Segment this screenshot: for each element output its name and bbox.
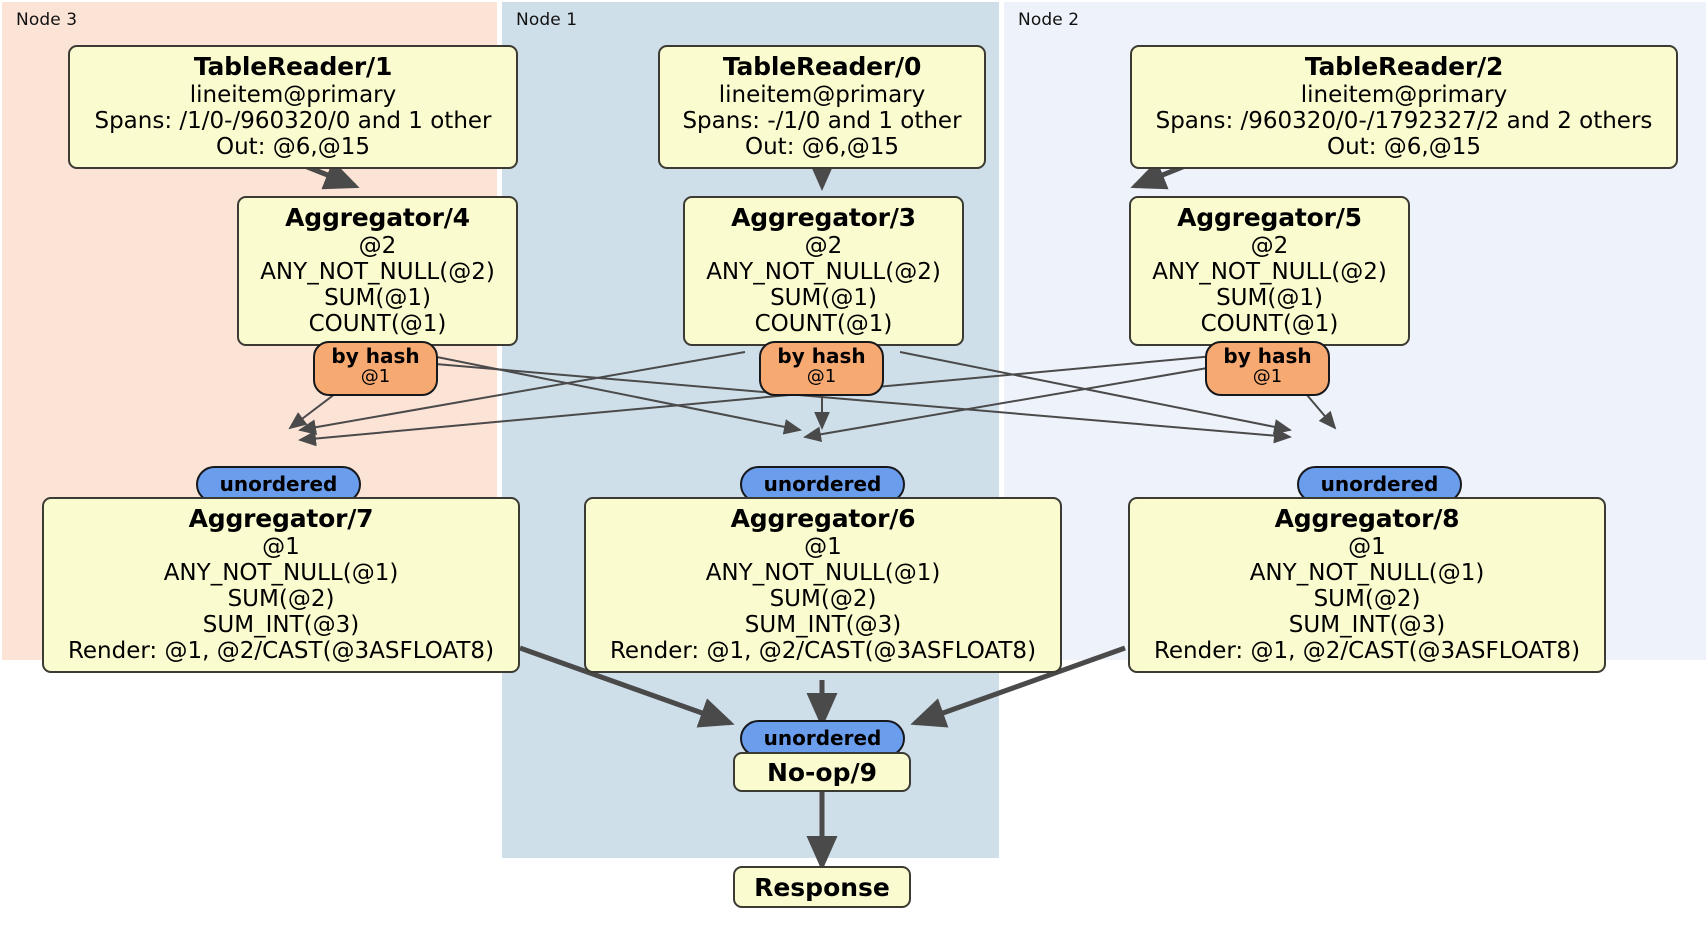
node-label-node3: Node 3 [16,10,78,30]
processor-title: Aggregator/5 [1177,203,1362,232]
edge-agg7-unordF [519,645,735,728]
processor-line: SUM_INT(@3) [202,612,360,639]
processor-title: Aggregator/7 [188,504,374,533]
processor-line: @2 [1250,233,1289,260]
processor-table-reader-2[interactable]: TableReader/2 lineitem@primary Spans: /9… [1130,45,1678,170]
edge-hashM-unordL [298,351,746,435]
processor-line: Render: @1, @2/CAST(@3ASFLOAT8) [1153,638,1581,665]
processor-line: ANY_NOT_NULL(@2) [706,259,941,286]
router-type-label: unordered [763,725,882,750]
processor-line: SUM(@2) [227,586,335,613]
processor-line: @2 [804,233,843,260]
router-type-label: by hash [331,344,420,368]
processor-response[interactable]: Response [733,866,911,908]
processor-line: SUM(@1) [770,285,877,312]
processor-line: SUM_INT(@3) [744,612,902,639]
processor-aggregator-4[interactable]: Aggregator/4 @2 ANY_NOT_NULL(@2) SUM(@1)… [237,196,518,347]
processor-line: ANY_NOT_NULL(@2) [260,259,495,286]
processor-line: @1 [1348,534,1386,561]
processor-line: SUM(@1) [1216,285,1323,312]
processor-line: SUM(@2) [1313,586,1421,613]
processor-line: @2 [358,233,397,260]
processor-title: TableReader/0 [722,52,922,81]
processor-title: Aggregator/6 [730,504,916,533]
processor-line: COUNT(@1) [754,311,893,338]
router-key-label: @1 [1252,365,1283,387]
edge-hashL-unordM [411,351,802,435]
node-label-node2: Node 2 [1018,10,1080,30]
router-by-hash-mid[interactable]: by hash @1 [759,341,884,396]
processor-line: Out: @6,@15 [1327,134,1481,161]
processor-aggregator-3[interactable]: Aggregator/3 @2 ANY_NOT_NULL(@2) SUM(@1)… [683,196,964,347]
processor-line: Render: @1, @2/CAST(@3ASFLOAT8) [67,638,495,665]
router-type-label: by hash [777,344,866,368]
router-unordered-left[interactable]: unordered [196,466,361,503]
processor-title: Aggregator/3 [731,203,916,232]
processor-line: Out: @6,@15 [745,134,899,161]
processor-line: Spans: /960320/0-/1792327/2 and 2 others [1155,108,1653,135]
processor-aggregator-5[interactable]: Aggregator/5 @2 ANY_NOT_NULL(@2) SUM(@1)… [1129,196,1410,347]
processor-aggregator-7[interactable]: Aggregator/7 @1 ANY_NOT_NULL(@1) SUM(@2)… [42,497,520,674]
processor-line: ANY_NOT_NULL(@2) [1152,259,1387,286]
processor-title: Response [754,872,890,902]
processor-line: ANY_NOT_NULL(@1) [1249,560,1485,587]
router-unordered-mid[interactable]: unordered [740,466,905,503]
router-type-label: by hash [1223,344,1312,368]
processor-title: TableReader/2 [1304,52,1504,81]
processor-line: Render: @1, @2/CAST(@3ASFLOAT8) [609,638,1037,665]
processor-line: @1 [262,534,300,561]
processor-line: @1 [804,534,842,561]
processor-line: Out: @6,@15 [216,134,370,161]
router-by-hash-right[interactable]: by hash @1 [1205,341,1330,396]
processor-line: lineitem@primary [1300,82,1508,109]
processor-aggregator-8[interactable]: Aggregator/8 @1 ANY_NOT_NULL(@1) SUM(@2)… [1128,497,1606,674]
router-type-label: unordered [219,471,338,496]
processor-line: ANY_NOT_NULL(@1) [163,560,399,587]
processor-line: Spans: /1/0-/960320/0 and 1 other [94,108,492,135]
router-type-label: unordered [763,471,882,496]
processor-title: TableReader/1 [193,52,393,81]
processor-table-reader-1[interactable]: TableReader/1 lineitem@primary Spans: /1… [68,45,518,170]
processor-line: SUM(@1) [324,285,431,312]
edge-agg8-unordF [910,645,1126,728]
processor-aggregator-6[interactable]: Aggregator/6 @1 ANY_NOT_NULL(@1) SUM(@2)… [584,497,1062,674]
router-by-hash-left[interactable]: by hash @1 [313,341,438,396]
processor-noop-9[interactable]: No-op/9 [733,752,911,792]
processor-table-reader-0[interactable]: TableReader/0 lineitem@primary Spans: -/… [658,45,986,170]
processor-line: ANY_NOT_NULL(@1) [705,560,941,587]
processor-line: COUNT(@1) [1200,311,1339,338]
processor-line: Spans: -/1/0 and 1 other [682,108,962,135]
processor-title: Aggregator/8 [1274,504,1460,533]
processor-line: SUM_INT(@3) [1288,612,1446,639]
processor-line: lineitem@primary [718,82,926,109]
router-type-label: unordered [1320,471,1439,496]
edge-hashR-unordM [803,364,1226,442]
edge-hashL-unordR [411,361,1292,444]
edge-hashM-unordR [899,351,1292,435]
router-key-label: @1 [360,365,391,387]
processor-line: COUNT(@1) [308,311,447,338]
edge-hashR-unordL [298,354,1226,447]
node-label-node1: Node 1 [516,10,578,30]
processor-line: lineitem@primary [189,82,397,109]
processor-title: Aggregator/4 [285,203,470,232]
processor-line: SUM(@2) [769,586,877,613]
processor-title: No-op/9 [766,757,878,787]
router-key-label: @1 [806,365,837,387]
